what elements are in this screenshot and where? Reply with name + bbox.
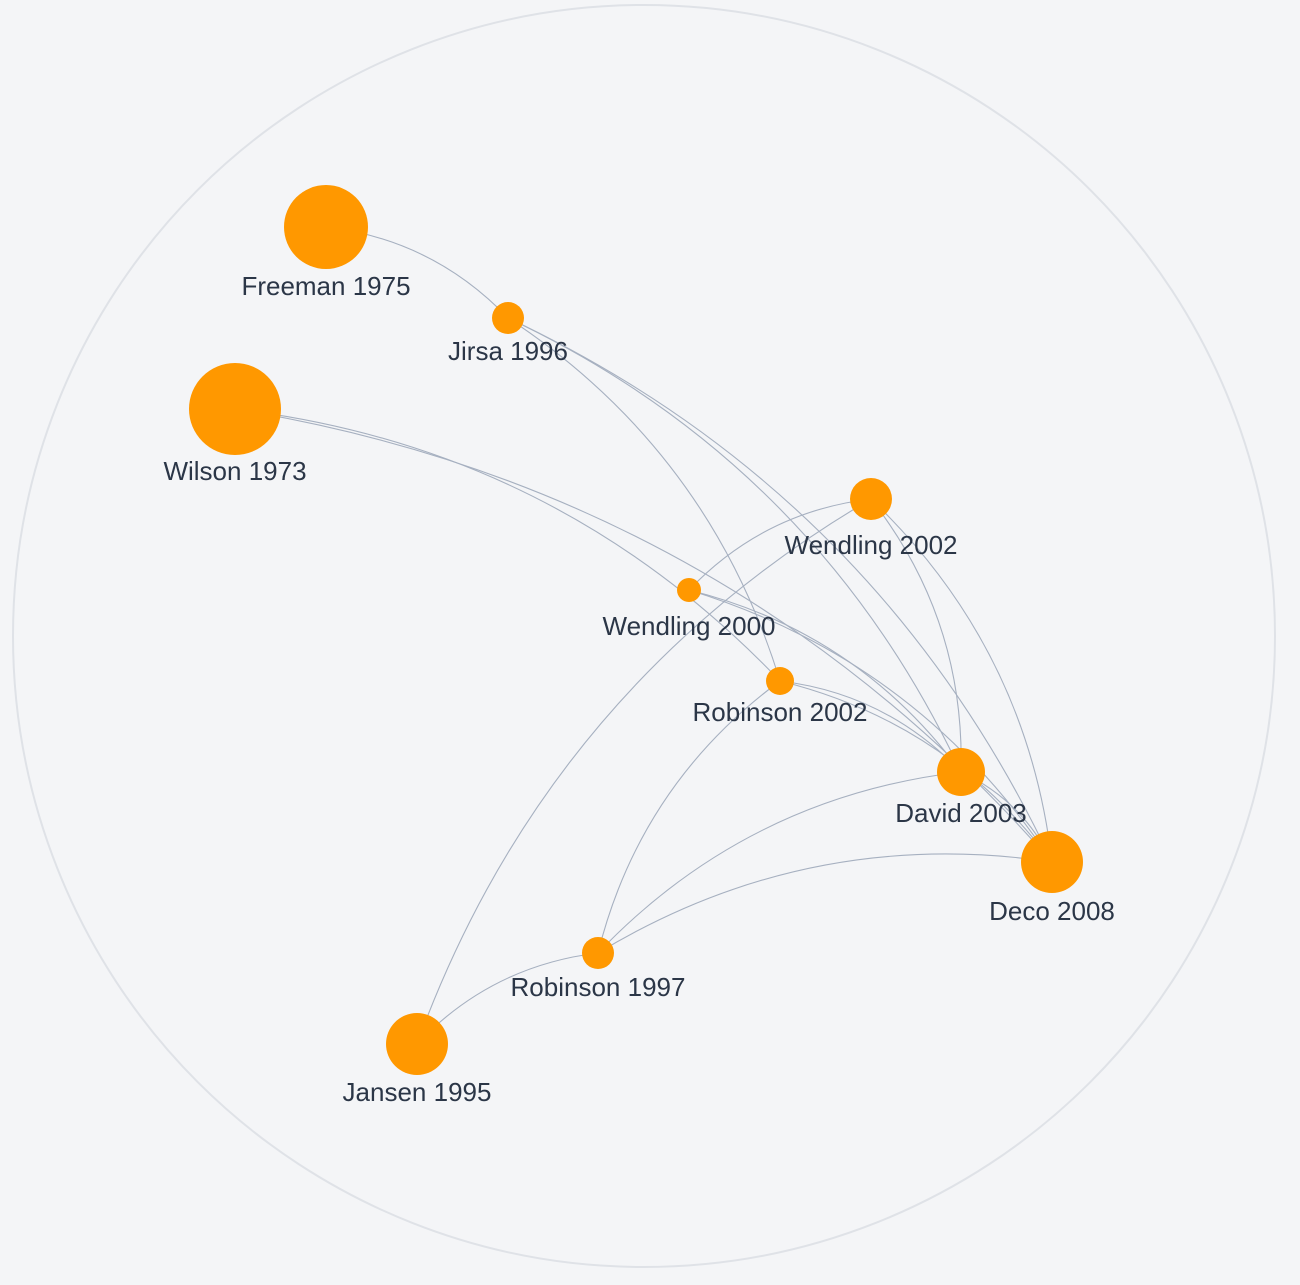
node-circle-robinson1997[interactable]: [582, 937, 614, 969]
edge-robinson2002-deco2008: [779, 680, 1053, 863]
node-label-robinson2002[interactable]: Robinson 2002: [693, 697, 868, 727]
node-david2003[interactable]: David 2003: [895, 748, 1027, 828]
node-label-deco2008[interactable]: Deco 2008: [989, 896, 1115, 926]
node-label-wendling2002[interactable]: Wendling 2002: [785, 530, 958, 560]
node-label-robinson1997[interactable]: Robinson 1997: [511, 972, 686, 1002]
node-circle-robinson2002[interactable]: [766, 667, 794, 695]
node-circle-wilson1973[interactable]: [189, 363, 281, 455]
node-jirsa1996[interactable]: Jirsa 1996: [448, 302, 568, 366]
node-robinson1997[interactable]: Robinson 1997: [511, 937, 686, 1002]
node-circle-wendling2002[interactable]: [850, 478, 892, 520]
node-wendling2002[interactable]: Wendling 2002: [785, 478, 958, 560]
edge-robinson1997-david2003: [597, 771, 962, 954]
edges-layer: [234, 226, 1053, 1045]
node-wendling2000[interactable]: Wendling 2000: [603, 578, 776, 641]
node-label-freeman1975[interactable]: Freeman 1975: [241, 271, 410, 301]
node-circle-david2003[interactable]: [937, 748, 985, 796]
node-circle-freeman1975[interactable]: [284, 185, 368, 269]
edge-wilson1973-robinson2002: [234, 408, 781, 682]
node-label-jansen1995[interactable]: Jansen 1995: [343, 1077, 492, 1107]
node-robinson2002[interactable]: Robinson 2002: [693, 667, 868, 727]
edge-wendling2000-wendling2002: [688, 498, 872, 591]
node-circle-wendling2000[interactable]: [677, 578, 701, 602]
node-deco2008[interactable]: Deco 2008: [989, 831, 1115, 926]
node-wilson1973[interactable]: Wilson 1973: [163, 363, 307, 486]
edge-robinson2002-david2003: [779, 680, 962, 773]
node-label-wilson1973[interactable]: Wilson 1973: [163, 456, 306, 486]
node-freeman1975[interactable]: Freeman 1975: [241, 185, 411, 301]
edge-robinson1997-robinson2002: [597, 680, 781, 954]
node-label-jirsa1996[interactable]: Jirsa 1996: [448, 336, 568, 366]
node-circle-jirsa1996[interactable]: [492, 302, 524, 334]
edge-jansen1995-wendling2002: [416, 498, 872, 1045]
edge-robinson1997-deco2008: [597, 853, 1053, 954]
edge-wendling2000-david2003: [688, 589, 962, 773]
edge-jirsa1996-deco2008: [507, 317, 1053, 863]
graph-boundary-circle: [12, 4, 1276, 1268]
edge-wendling2002-david2003: [870, 498, 962, 773]
node-label-wendling2000[interactable]: Wendling 2000: [603, 611, 776, 641]
node-label-david2003[interactable]: David 2003: [895, 798, 1027, 828]
edge-jirsa1996-robinson2002: [507, 317, 781, 682]
edge-jirsa1996-david2003: [507, 317, 962, 773]
node-circle-jansen1995[interactable]: [386, 1013, 448, 1075]
node-jansen1995[interactable]: Jansen 1995: [343, 1013, 492, 1107]
node-circle-deco2008[interactable]: [1021, 831, 1083, 893]
edge-wendling2000-deco2008: [688, 589, 1053, 863]
edge-wendling2002-deco2008: [870, 498, 1053, 863]
